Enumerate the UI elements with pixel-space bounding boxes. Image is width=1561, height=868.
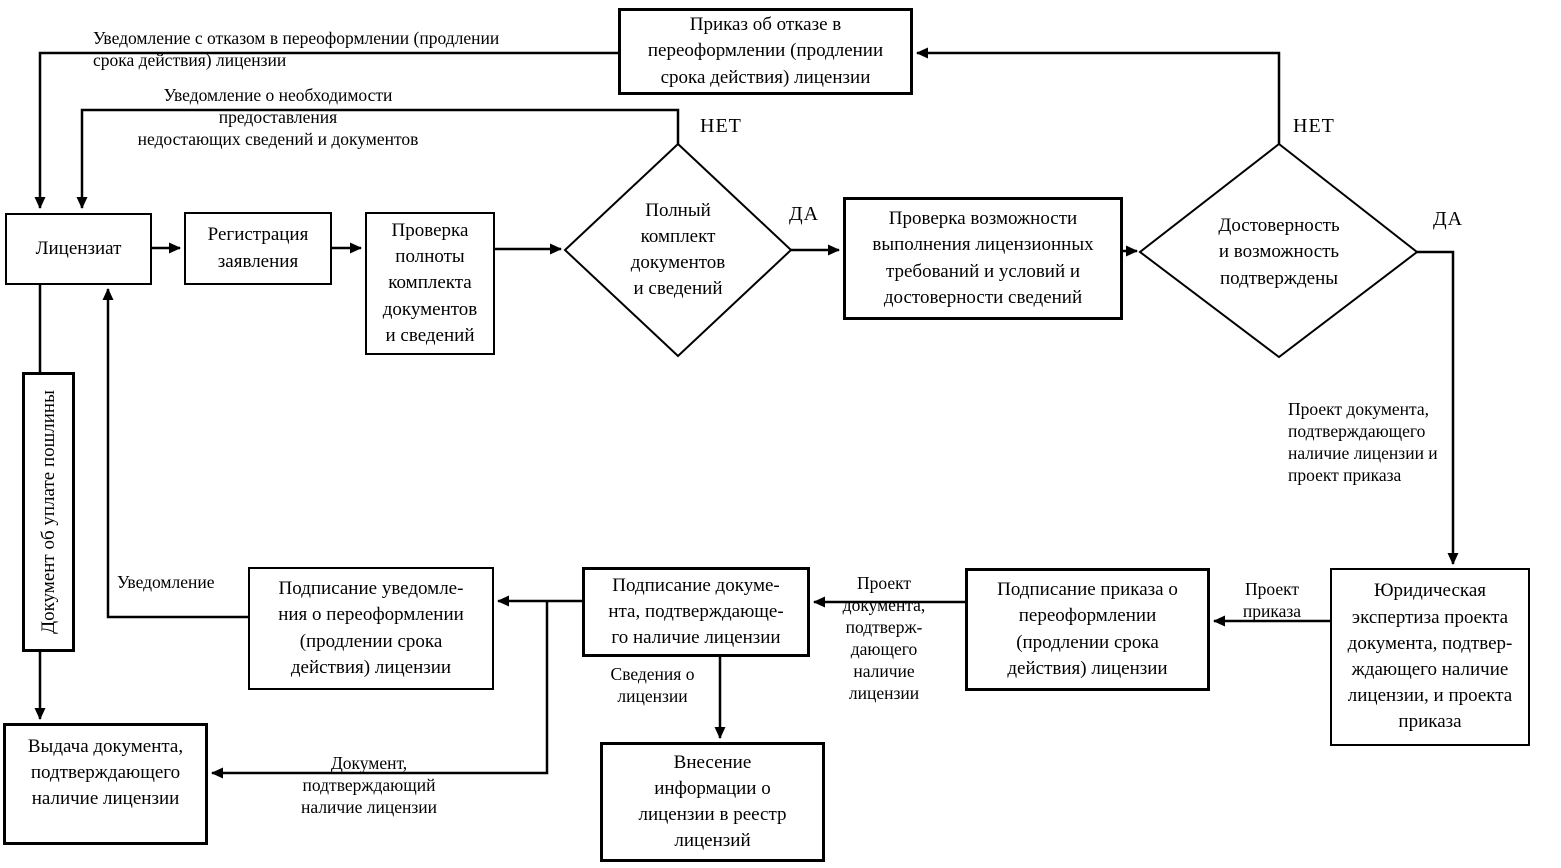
box-registration: Регистрация заявления	[184, 212, 332, 285]
edge-decision2-legal	[1417, 250, 1459, 565]
label-notification: Уведомление	[117, 572, 215, 592]
box-issuance: Выдача документа, подтверждающего наличи…	[3, 723, 208, 845]
box-capability-check: Проверка возможности выполнения лицензио…	[843, 197, 1123, 320]
label-yes-1: ДА	[789, 203, 820, 225]
edge-decision2-refusal-order	[916, 47, 1281, 144]
box-legal-expertise: Юридическая экспертиза проекта документа…	[1330, 568, 1530, 746]
label-license-document: Документ, подтверждающий наличие лицензи…	[301, 753, 437, 818]
fee-document-label: Документ об уплате пошлины	[37, 390, 59, 634]
label-refusal-notice: Уведомление с отказом в переоформлении (…	[93, 28, 500, 71]
label-missing-docs-notice: Уведомление о необходимости предоставлен…	[137, 85, 419, 150]
edge-notification-licensee	[102, 288, 248, 619]
edge-missing-docs-notice	[76, 108, 680, 209]
box-notification-signing: Подписание уведомле- ния о переоформлени…	[248, 567, 494, 690]
label-draft-order: Проект приказа	[1242, 579, 1302, 622]
label-yes-2: ДА	[1433, 208, 1464, 230]
decision-confirmed-diamond	[1138, 142, 1419, 359]
box-order-signing: Подписание приказа о переоформлении (про…	[965, 568, 1210, 691]
decision-complete-set-diamond	[563, 142, 793, 358]
edge-refusal-notice	[34, 51, 618, 209]
decision-complete-set-label: Полный комплект документов и сведений	[630, 199, 726, 300]
decision-confirmed-label: Достоверность и возможность подтверждены	[1218, 215, 1340, 289]
label-no-1: НЕТ	[700, 115, 742, 137]
label-draft-license-document: Проект документа, подтверж- дающего нали…	[842, 573, 926, 704]
edge-license-document-issuance	[211, 601, 549, 779]
label-no-2: НЕТ	[1293, 115, 1335, 137]
box-registry-entry: Внесение информации о лицензии в реестр …	[600, 742, 825, 862]
box-document-signing: Подписание докуме- нта, подтверждающе- г…	[582, 567, 810, 657]
box-completeness-check: Проверка полноты комплекта документов и …	[365, 212, 495, 355]
box-licensee: Лицензиат	[5, 213, 152, 285]
box-refusal-order: Приказ об отказе в переоформлении (продл…	[618, 8, 913, 95]
label-license-info: Сведения о лицензии	[610, 664, 695, 707]
label-draft-documents: Проект документа, подтверждающего наличи…	[1288, 399, 1438, 486]
box-fee-document: Документ об уплате пошлины	[22, 372, 75, 652]
